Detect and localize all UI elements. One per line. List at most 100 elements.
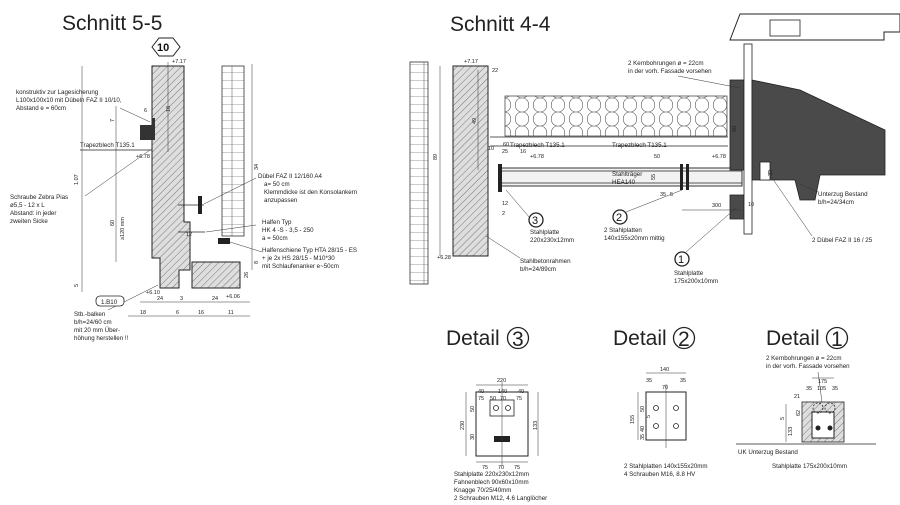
note44-p3-2: 220x230x12mm xyxy=(530,237,574,244)
note44-p3-1: Stahlplatte xyxy=(530,229,560,236)
d3-b75a: 75 xyxy=(482,465,488,471)
note-trapezblech-5-5: Trapezblech T135.1 xyxy=(80,142,135,149)
note44-p1-1: Stahlplatte xyxy=(674,270,704,277)
mark-1b10: 1.B10 xyxy=(101,299,118,306)
brick-wall-4-4 xyxy=(409,61,429,285)
d3-50: 50 xyxy=(490,396,496,402)
concrete-beam-5-5 xyxy=(151,65,191,289)
detail-3-circle xyxy=(506,326,530,350)
dim55-h6: 6 xyxy=(144,108,147,114)
dim44-top: +7.17 xyxy=(464,59,478,65)
facade-column-lower xyxy=(729,194,745,220)
dim55-low2: +6.06 xyxy=(226,294,240,300)
detail-2-bolt-1 xyxy=(653,405,659,411)
d3-75a: 75 xyxy=(478,396,484,402)
mark-1: 1 xyxy=(678,254,684,266)
d1-21: 21 xyxy=(794,394,800,400)
dim55-c18: 18 xyxy=(140,310,146,316)
note-schraube-1: Schraube Zebra Pias xyxy=(10,194,68,201)
leader-duebel xyxy=(203,177,257,205)
d2-140: 140 xyxy=(660,367,669,373)
dim55-h7: 7 xyxy=(110,119,116,122)
note44-p2-2: 140x155x20mm mittig xyxy=(604,235,665,242)
detail-1-kern-2: in der vorh. Fassade vorsehen xyxy=(766,363,850,370)
insulation-4-4 xyxy=(504,95,728,137)
dim44-h2: 2 xyxy=(502,211,505,217)
dim55-h120: ≥120 mm xyxy=(120,217,126,240)
note-schraube-3: Abstand: in jeder xyxy=(10,210,56,217)
note44-kern-2: in der vorh. Fassade vorsehen xyxy=(628,68,712,75)
note-lagesicherung-1: konstruktiv zur Lagesicherung xyxy=(16,89,99,96)
detail-1-kern-1: 2 Kernbohrungen ø = 22cm xyxy=(766,355,842,362)
dim55-h12: 12 xyxy=(186,232,192,238)
leader-duebel-4-4 xyxy=(767,171,813,237)
note-halfen-2: HK 4 -S - 3,5 - 250 xyxy=(262,227,314,234)
dim55-c16: 16 xyxy=(198,310,204,316)
note44-kern-1: 2 Kernbohrungen ø = 22cm xyxy=(628,60,704,67)
note-lagesicherung-2: L100x100x10 mit Dübeln FAZ II 10/10, xyxy=(16,97,122,104)
dim55-c115: 11 xyxy=(228,310,234,316)
leader-schraube xyxy=(84,149,151,197)
note-balken-4: höhung herstellen !! xyxy=(74,335,129,342)
detail-2-note-1: 2 Stahlplatten 140x155x20mm xyxy=(624,463,708,470)
dim44-h22: 22 xyxy=(492,68,498,74)
end-plate-left xyxy=(498,164,502,192)
d3-75b: 75 xyxy=(516,396,522,402)
d1-133: 133 xyxy=(788,427,794,436)
mark-3: 3 xyxy=(532,215,538,227)
d3-b75b: 75 xyxy=(514,465,520,471)
hex-marker-label: 10 xyxy=(157,42,169,54)
leader-lagesicherung xyxy=(119,107,151,123)
angle-steel xyxy=(140,118,155,140)
note44-unterzug-2: b/h=24/34cm xyxy=(818,199,854,206)
title-schnitt-4-4: Schnitt 4-4 xyxy=(450,13,551,36)
title-detail-1-word: Detail xyxy=(766,327,820,350)
dim44-h50: 50 xyxy=(654,154,660,160)
detail-1-bolt-left xyxy=(815,425,821,431)
brick-wall-5-5 xyxy=(221,65,245,237)
leader-halfen xyxy=(205,224,257,233)
dim55-mid: +6.78 xyxy=(136,154,150,160)
dim44-mid2: +6.78 xyxy=(712,154,726,160)
dim44-mid: +6.78 xyxy=(530,154,544,160)
d3-h30: 30 xyxy=(470,434,476,440)
title-detail-1-number: 1 xyxy=(831,328,843,351)
end-plate-mid-b xyxy=(686,164,689,190)
dim55-h8: 8 xyxy=(254,261,260,264)
leader-p1 xyxy=(685,207,737,253)
dim55-h26: 26 xyxy=(244,272,250,278)
note44-duebel: 2 Dübel FAZ II 16 / 25 xyxy=(812,237,873,244)
d1-5: 5 xyxy=(780,417,786,420)
detail-3: 220 40 140 40 50 75 70 75 230 133 50 30 … xyxy=(454,378,547,502)
existing-roof xyxy=(729,13,900,41)
leader-kern-4-4 xyxy=(677,75,741,89)
leader-schiene xyxy=(229,241,263,253)
note-duebel-3: Klemmdicke ist den Konsolankern xyxy=(264,189,358,196)
d3-230: 230 xyxy=(460,421,466,430)
d2-70: 70 xyxy=(662,385,668,391)
anchor-plate xyxy=(198,196,202,214)
detail-1-uk: UK Unterzug Bestand xyxy=(738,449,798,456)
note44-p1-2: 175x200x10mm xyxy=(674,278,718,285)
d3-40a: 40 xyxy=(478,389,484,395)
title-detail-2-word: Detail xyxy=(613,327,667,350)
detail-1-note-1: Stahlplatte 175x200x10mm xyxy=(772,463,847,470)
note-halfen-1: Halfen Typ xyxy=(262,219,292,226)
title-detail-3-number: 3 xyxy=(512,328,524,351)
note-schiene-2: + je 2x HS 28/15 - M10*30 xyxy=(262,255,335,262)
title-schnitt-5-5: Schnitt 5-5 xyxy=(62,12,162,35)
dim44-h16: 16 xyxy=(520,149,526,155)
d2-35b: 35 xyxy=(680,378,686,384)
note-schraube-4: zweiten Sicke xyxy=(10,218,48,225)
dim44-h55: 55 xyxy=(651,174,657,180)
end-plate-mid-a xyxy=(680,164,683,190)
detail-2-bolt-2 xyxy=(673,405,679,411)
detail-3-bolt-right xyxy=(505,405,511,411)
leader-d1-kern xyxy=(817,371,823,403)
mark-1b10-box xyxy=(95,295,125,307)
dim44-h49: 49 xyxy=(472,118,478,124)
detail-2-circle xyxy=(672,326,696,350)
dim55-b24b: 24 xyxy=(212,296,218,302)
note-lagesicherung-3: Abstand e = 60cm xyxy=(16,105,66,112)
dim55-h60: 60 xyxy=(110,220,116,226)
